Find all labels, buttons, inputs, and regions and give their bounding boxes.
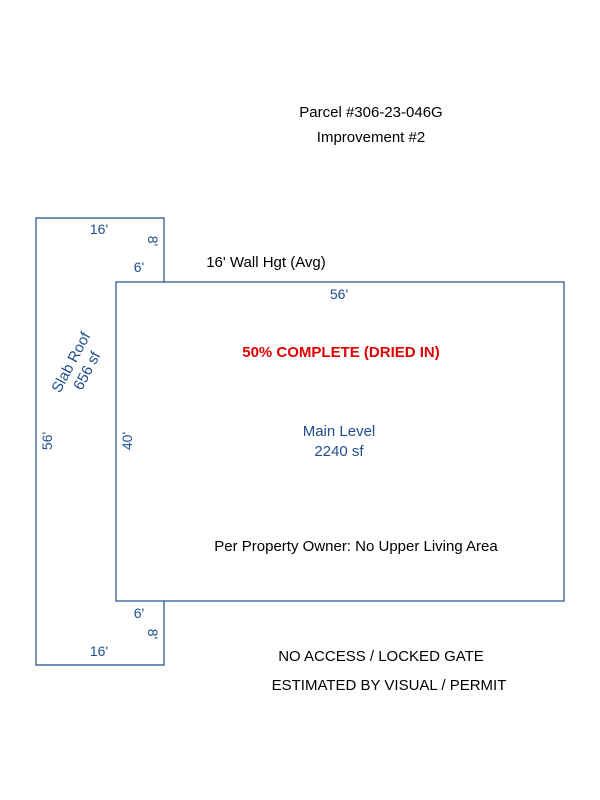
owner-note: Per Property Owner: No Upper Living Area [214, 538, 498, 555]
main-height-dim: 40' [119, 432, 135, 450]
slab-top-notch-dim: 8' [145, 236, 161, 246]
main-width-dim: 56' [330, 286, 348, 302]
slab-roof-label: Slab Roof 656 sf [48, 329, 104, 396]
slab-bottom-offset-dim: 6' [134, 605, 144, 621]
wall-height-label: 16' Wall Hgt (Avg) [206, 254, 326, 271]
slab-top-offset-dim: 6' [134, 259, 144, 275]
slab-bottom-width-dim: 16' [90, 643, 108, 659]
slab-height-dim: 56' [39, 432, 55, 450]
improvement-number: Improvement #2 [317, 129, 425, 146]
completion-status: 50% COMPLETE (DRIED IN) [242, 344, 440, 361]
parcel-number: Parcel #306-23-046G [299, 104, 442, 121]
slab-roof-outline [35, 217, 165, 666]
estimate-note: ESTIMATED BY VISUAL / PERMIT [272, 677, 507, 694]
slab-bottom-notch-dim: 8' [145, 629, 161, 639]
main-level-area: 2240 sf [314, 443, 364, 460]
main-level-outline [115, 281, 565, 602]
main-level-name: Main Level [303, 423, 376, 440]
slab-top-width-dim: 16' [90, 221, 108, 237]
access-note: NO ACCESS / LOCKED GATE [278, 648, 484, 665]
